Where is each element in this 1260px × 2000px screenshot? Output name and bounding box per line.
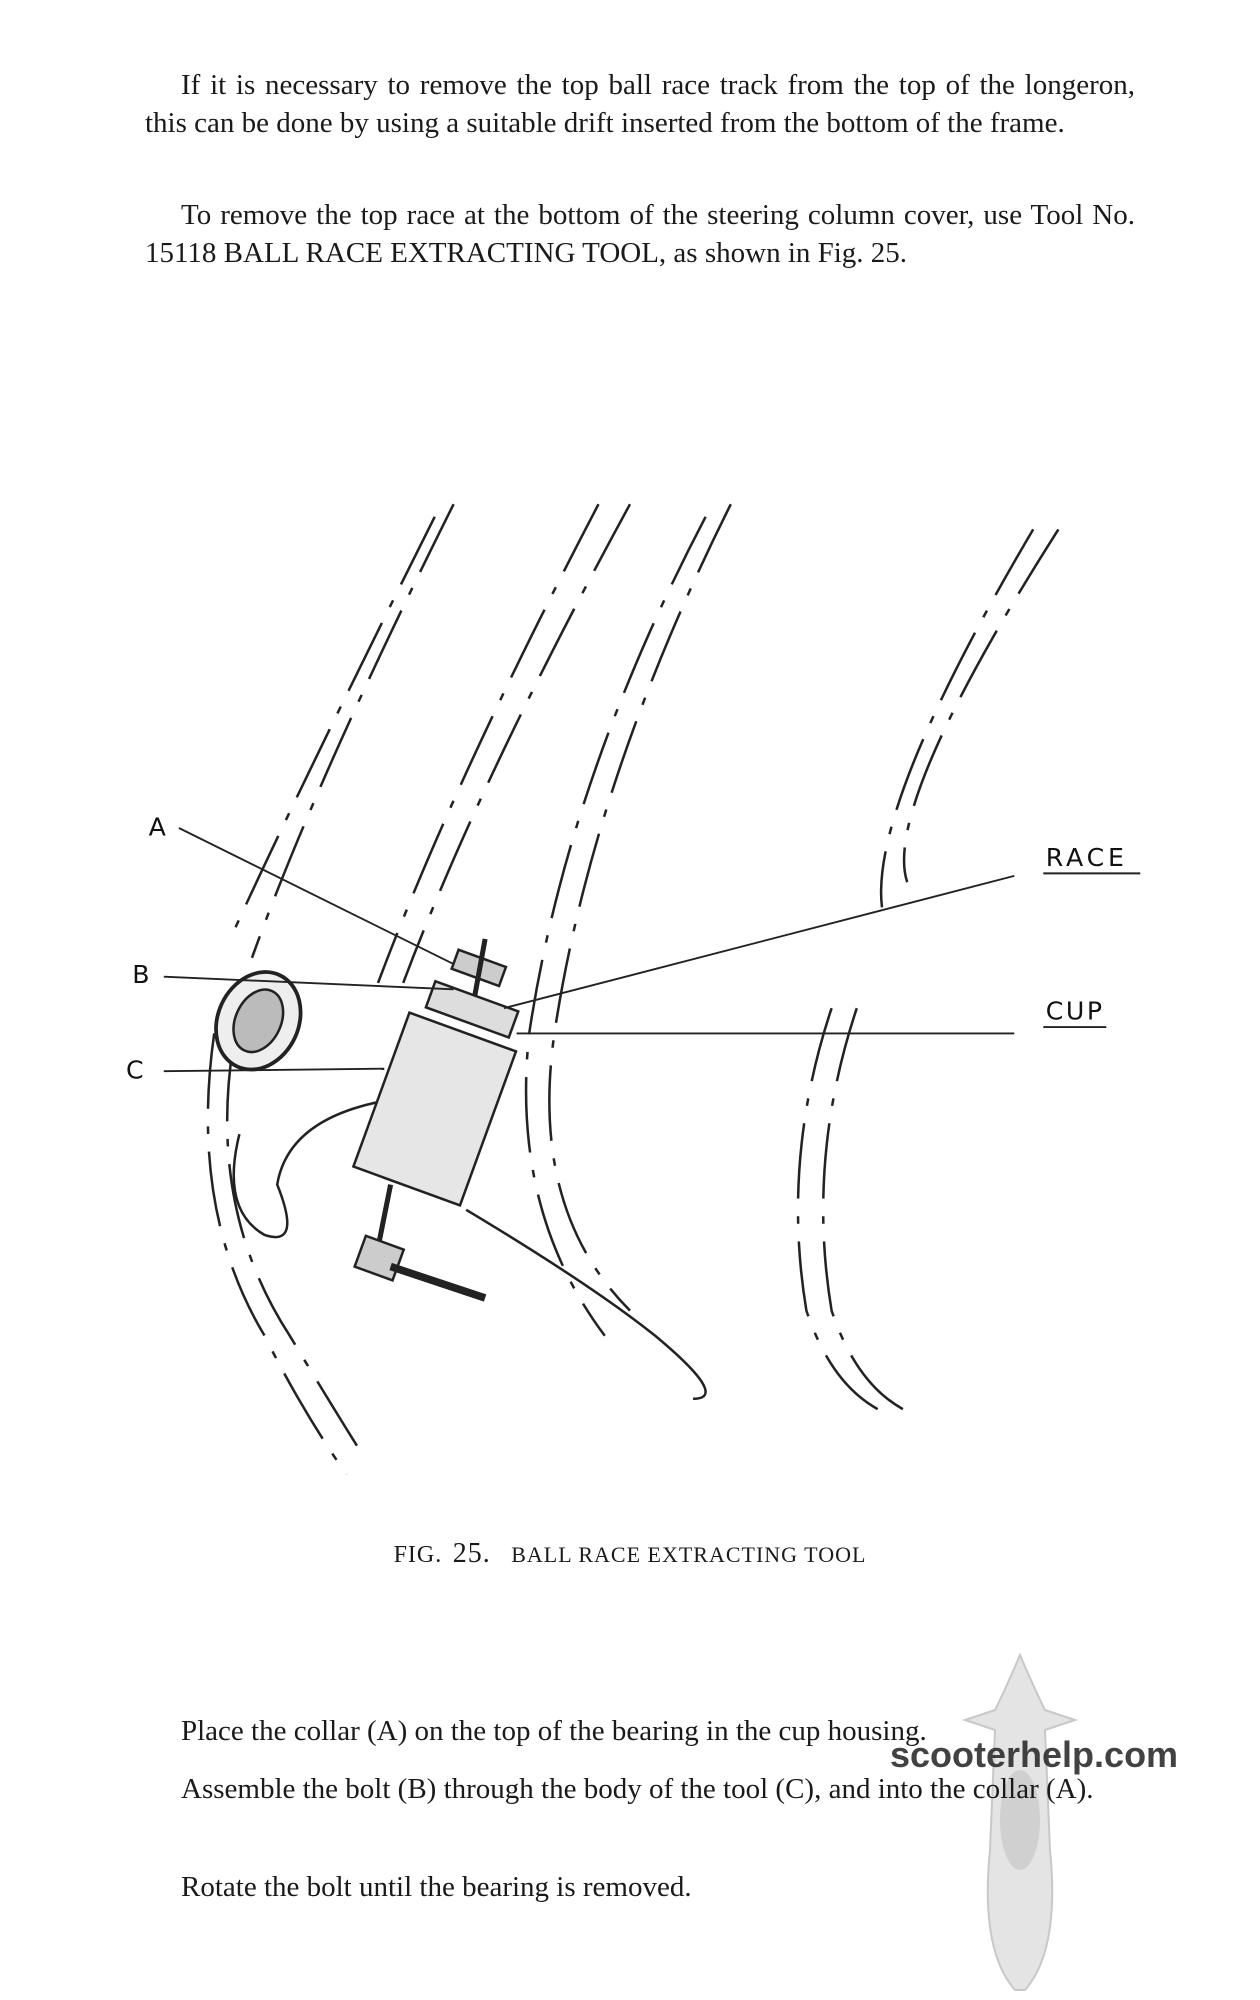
extracting-tool: [351, 938, 520, 1302]
caption-number: 25.: [452, 1538, 491, 1569]
cup-housing: [214, 970, 303, 1072]
caption-prefix: FIG.: [393, 1542, 443, 1568]
figure-caption: FIG. 25. BALL RACE EXTRACTING TOOL: [0, 1538, 1260, 1570]
paragraph-tool-reference: To remove the top race at the bottom of …: [145, 199, 1135, 269]
scooter-watermark-icon: [961, 1652, 1079, 1991]
label-race: RACE: [1046, 843, 1128, 872]
label-b: B: [132, 960, 149, 989]
cover-lip: [465, 1208, 707, 1401]
label-c: C: [126, 1056, 144, 1085]
paragraph-step-rotate: Rotate the bolt until the bearing is rem…: [181, 1871, 692, 1903]
leader-lines: [163, 827, 1141, 1073]
frame-outline: [206, 503, 1060, 1476]
label-a: A: [149, 813, 167, 842]
cover-edge: [232, 1095, 416, 1239]
label-cup: CUP: [1046, 997, 1105, 1026]
paragraph-drift: If it is necessary to remove the top bal…: [145, 69, 1135, 139]
paragraph-step-bolt: Assemble the bolt (B) through the body o…: [181, 1773, 1094, 1805]
caption-title: BALL RACE EXTRACTING TOOL: [511, 1542, 867, 1567]
paragraph-step-collar: Place the collar (A) on the top of the b…: [181, 1715, 927, 1747]
watermark-text: scooterhelp.com: [890, 1734, 1179, 1775]
